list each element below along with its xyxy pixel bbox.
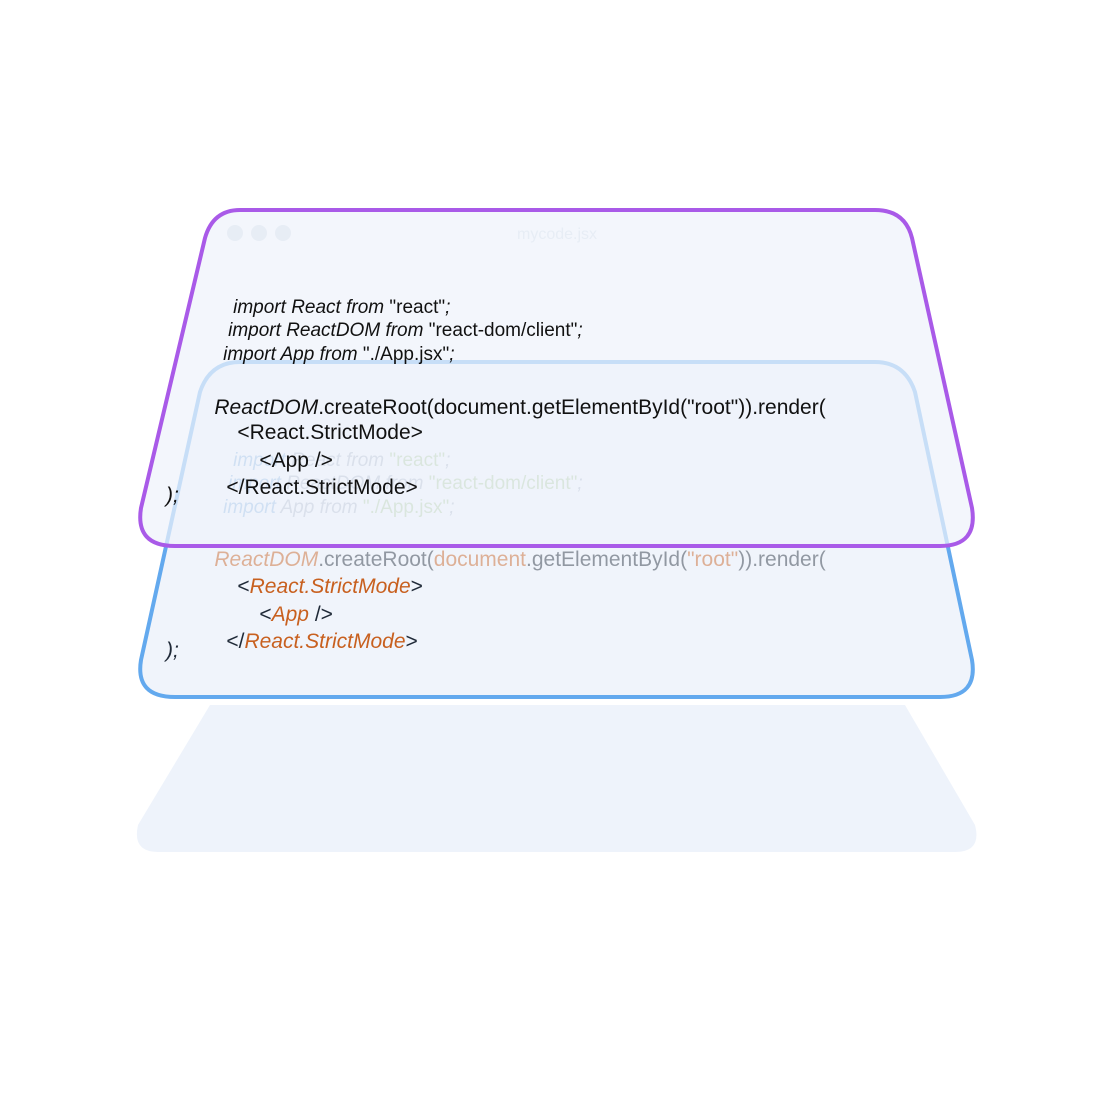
code-line-close-paren: ); <box>166 639 179 662</box>
window-filename: mycode.jsx <box>517 226 597 243</box>
code-line-import-app: import App from "./App.jsx"; <box>223 344 455 365</box>
window-maximize-dot-icon <box>275 225 291 241</box>
bottom-layer <box>136 705 977 852</box>
code-line-strict-close: </React.StrictMode> <box>226 476 418 499</box>
code-line-import-react: import React from "react"; <box>233 297 451 318</box>
window-minimize-dot-icon <box>251 225 267 241</box>
top-layer-card <box>138 208 975 548</box>
code-line-import-reactdom: import ReactDOM from "react-dom/client"; <box>228 320 583 341</box>
code-line-create-root: ReactDOM.createRoot(document.getElementB… <box>214 396 826 419</box>
code-line-create-root: ReactDOM.createRoot(document.getElementB… <box>214 548 826 571</box>
code-line-strict-close: </React.StrictMode> <box>226 630 418 653</box>
window-close-dot-icon <box>227 225 243 241</box>
code-line-app-tag: <App /> <box>259 603 333 626</box>
code-line-strict-open: <React.StrictMode> <box>237 575 423 598</box>
code-line-strict-open: <React.StrictMode> <box>237 421 423 444</box>
code-line-app-tag: <App /> <box>259 449 333 472</box>
code-line-close-paren: ); <box>166 484 179 507</box>
